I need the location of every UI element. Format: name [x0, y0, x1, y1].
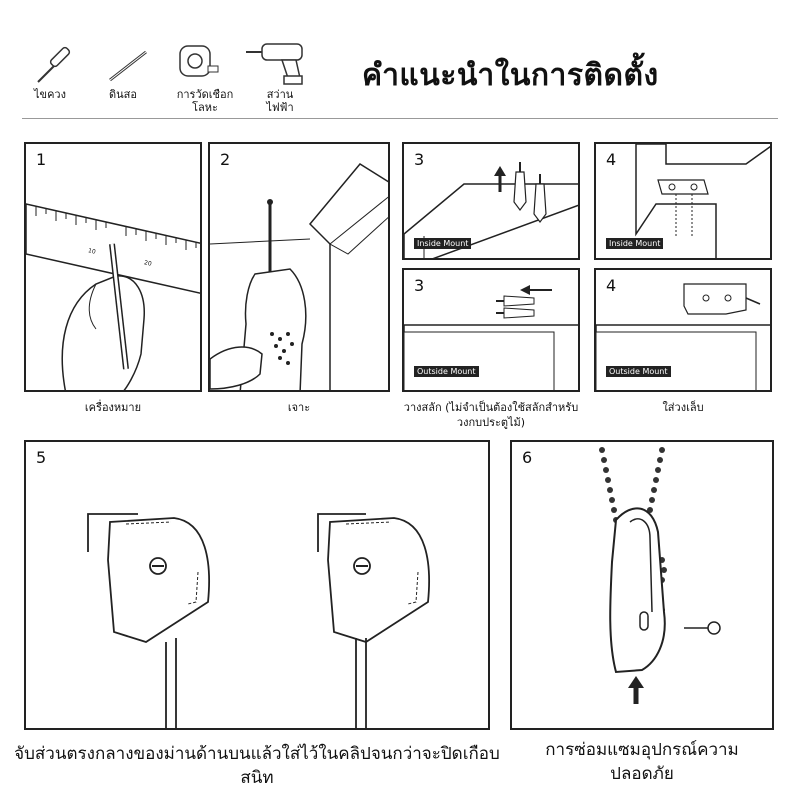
step-4b-panel: 4 Outside Mount: [594, 268, 772, 392]
step-2-illustration: [210, 163, 388, 390]
step-3-caption: วางสลัก (ไม่จำเป็นต้องใช้สลักสำหรับวงกบป…: [403, 401, 579, 429]
screwdriver-icon: [37, 46, 71, 83]
step-1-panel: 1 10 20: [24, 142, 202, 392]
tape-measure-icon: [179, 45, 219, 77]
step-5-number: 5: [36, 448, 47, 467]
pencil-icon: [109, 50, 147, 82]
header-divider: [22, 118, 778, 119]
step-2-number: 2: [220, 150, 231, 169]
tool-label-screwdriver: ไขควง: [34, 88, 66, 101]
step-3b-panel: 3 Outside Mount: [402, 268, 580, 392]
drill-icon: [246, 43, 303, 85]
step-4a-illustration: [635, 144, 770, 258]
step-3a-mount-label: Inside Mount: [414, 238, 472, 249]
step-3b-mount-label: Outside Mount: [414, 366, 479, 377]
step-4b-number: 4: [606, 276, 617, 295]
ruler-tick-10: 10: [87, 247, 97, 256]
tools-illustrations: [37, 43, 303, 85]
step-6-caption: การซ่อมแซมอุปกรณ์ความปลอดภัย: [545, 740, 739, 784]
tool-label-pencil: ดินสอ: [109, 88, 137, 101]
step-6-panel: 6: [510, 440, 774, 730]
step-4b-mount-label: Outside Mount: [606, 366, 671, 377]
step-4-caption: ใส่วงเล็บ: [662, 401, 704, 414]
ruler-tick-20: 20: [143, 259, 153, 268]
step-4a-panel: 4 Inside Mount: [594, 142, 772, 260]
step-3a-number: 3: [414, 150, 425, 169]
tool-label-tape-measure: การวัดเชือกโลหะ: [176, 88, 234, 114]
step-3a-panel: 3 Inside Mount: [402, 142, 580, 260]
step-2-panel: 2: [208, 142, 390, 392]
step-4a-mount-label: Inside Mount: [606, 238, 664, 249]
step-2-caption: เจาะ: [287, 401, 311, 414]
step-4a-number: 4: [606, 150, 617, 169]
step-5-panel: 5: [24, 440, 490, 730]
step-3b-number: 3: [414, 276, 425, 295]
tool-label-drill: สว่านไฟฟ้า: [266, 88, 294, 114]
step-1-illustration: [26, 203, 200, 390]
step-1-number: 1: [36, 150, 47, 169]
step-1-caption: เครื่องหมาย: [84, 401, 142, 414]
step-6-number: 6: [522, 448, 533, 467]
step-5-illustration: [87, 513, 430, 728]
step-5-caption: จับส่วนตรงกลางของม่านด้านบนแล้วใส่ไว้ในค…: [14, 744, 500, 788]
page-title: คำแนะนำในการติดตั้ง: [362, 58, 659, 93]
step-6-illustration: [599, 447, 721, 704]
